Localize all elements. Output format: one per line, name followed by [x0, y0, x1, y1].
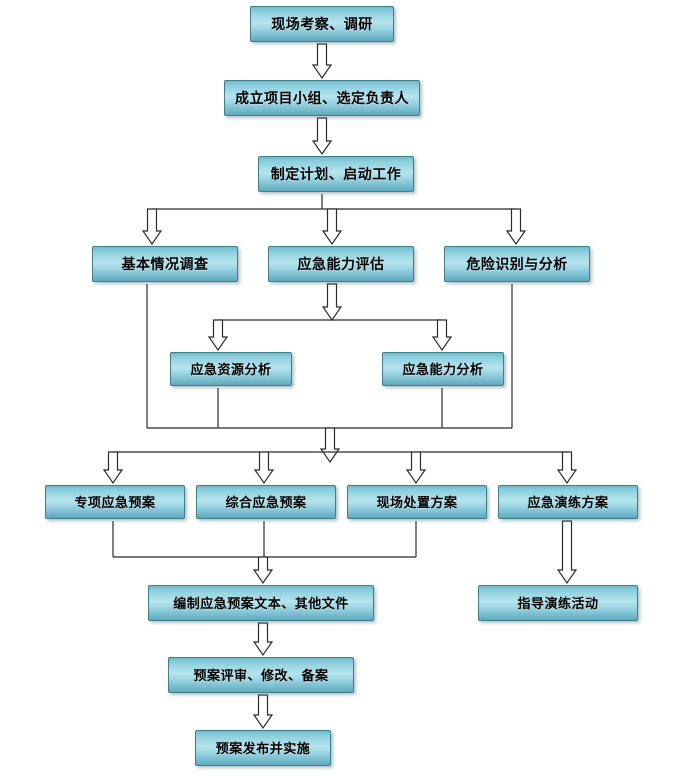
- arrow-to-n4: [141, 208, 163, 246]
- flow-node-n10[interactable]: 综合应急预案: [196, 485, 336, 519]
- flow-node-label: 预案评审、修改、备案: [193, 667, 329, 683]
- arrow-n5-down-arrow: [321, 283, 343, 322]
- arrow-merge-down: [319, 427, 341, 464]
- flow-node-n4[interactable]: 基本情况调查: [92, 246, 238, 282]
- arrow-to-n11: [405, 451, 427, 485]
- flow-node-n12[interactable]: 应急演练方案: [498, 485, 638, 519]
- arrow-to-n9: [102, 451, 124, 485]
- flow-node-n15[interactable]: 预案评审、修改、备案: [168, 657, 354, 693]
- flow-node-label: 应急资源分析: [190, 361, 272, 377]
- flow-node-n6[interactable]: 危险识别与分析: [444, 246, 590, 282]
- flow-node-label: 应急演练方案: [527, 494, 609, 510]
- flow-node-n5[interactable]: 应急能力评估: [268, 246, 414, 282]
- flow-node-n16[interactable]: 预案发布并实施: [195, 730, 331, 766]
- flow-node-label: 指导演练活动: [517, 595, 599, 611]
- flow-node-n3[interactable]: 制定计划、启动工作: [258, 156, 414, 192]
- flow-node-n11[interactable]: 现场处置方案: [347, 485, 487, 519]
- flow-node-label: 编制应急预案文本、其他文件: [173, 595, 349, 611]
- arrow-n13-to-n15: [252, 622, 274, 657]
- arrow-to-n13: [252, 556, 274, 585]
- flow-node-label: 危险识别与分析: [466, 256, 568, 272]
- arrow-to-n7: [207, 319, 229, 352]
- arrow-n12-to-n14: [556, 520, 578, 585]
- arrow-n1-to-n2: [311, 43, 333, 80]
- arrow-to-n10: [253, 451, 275, 485]
- arrow-n15-to-n16: [252, 694, 274, 730]
- arrow-to-n5: [321, 208, 343, 246]
- flow-node-n14[interactable]: 指导演练活动: [478, 585, 638, 621]
- flow-node-label: 预案发布并实施: [215, 740, 311, 756]
- flow-node-label: 现场考察、调研: [271, 16, 373, 32]
- flow-node-label: 综合应急预案: [225, 494, 307, 510]
- flow-node-label: 应急能力评估: [297, 256, 385, 272]
- arrow-to-n6: [505, 208, 527, 246]
- flow-node-n2[interactable]: 成立项目小组、选定负责人: [224, 80, 420, 116]
- flow-node-label: 现场处置方案: [376, 494, 458, 510]
- flow-node-n9[interactable]: 专项应急预案: [45, 485, 185, 519]
- flow-node-n1[interactable]: 现场考察、调研: [250, 6, 394, 42]
- flow-node-n8[interactable]: 应急能力分析: [382, 352, 504, 386]
- flow-node-n7[interactable]: 应急资源分析: [170, 352, 292, 386]
- arrow-n2-to-n3: [311, 117, 333, 156]
- flow-node-label: 应急能力分析: [402, 361, 484, 377]
- flow-node-label: 成立项目小组、选定负责人: [235, 90, 409, 106]
- arrow-to-n12: [556, 451, 578, 485]
- flow-node-label: 基本情况调查: [121, 256, 209, 272]
- flow-node-label: 制定计划、启动工作: [270, 166, 402, 182]
- flow-node-label: 专项应急预案: [74, 494, 156, 510]
- arrow-to-n8: [431, 319, 453, 352]
- flow-node-n13[interactable]: 编制应急预案文本、其他文件: [148, 585, 374, 621]
